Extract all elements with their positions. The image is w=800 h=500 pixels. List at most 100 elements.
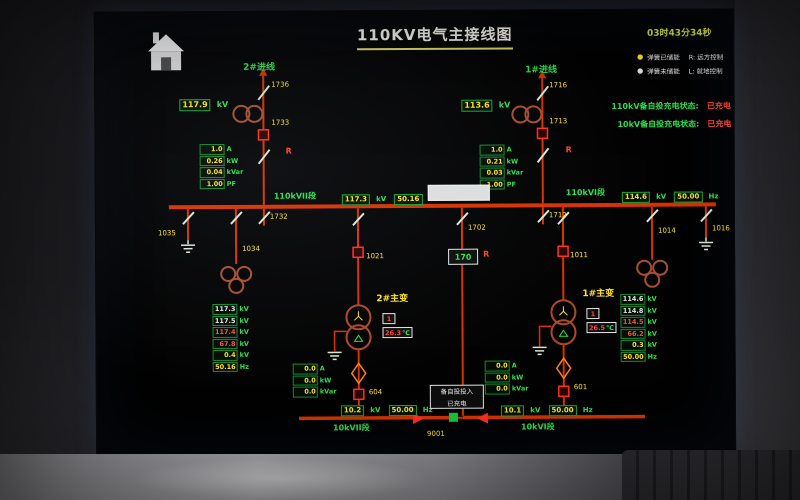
temp-value: 26.5 [589, 323, 606, 332]
tx2-hv-line[interactable] [352, 208, 365, 306]
ats-info-box[interactable]: 备自投投入 已充电 [429, 384, 484, 409]
earth-switch-1016-symbol[interactable] [699, 206, 714, 251]
switch-tag-1021[interactable]: 1021 [366, 252, 384, 261]
switch-tag-601[interactable]: 601 [573, 383, 588, 392]
transformer-1-icon[interactable] [550, 299, 577, 346]
bus-voltage-value: 114.6 [621, 191, 650, 203]
legend-ctrl-label: L: 就地控制 [688, 67, 723, 76]
meter-value: 0.21 [479, 156, 505, 167]
meter-value: 117.4 [212, 326, 238, 338]
switch-tag-1016[interactable]: 1016 [711, 224, 730, 233]
meter-value: 0.0 [484, 383, 510, 395]
spring-discharged-dot-icon: ● [637, 66, 644, 75]
feeder-1-line[interactable] [538, 70, 547, 204]
wall [735, 0, 800, 462]
bus-frequency-value: 50.16 [394, 193, 423, 206]
switch-tag-1736[interactable]: 1736 [271, 80, 290, 89]
switch-tag-1035[interactable]: 1035 [157, 229, 176, 238]
meter-value: 0.0 [292, 375, 318, 386]
meter-unit: A [319, 364, 325, 373]
switch-tag-1011[interactable]: 1011 [570, 251, 588, 260]
breaker-170-label: 170 [454, 252, 472, 262]
tx2-temp-box: 26.3 ℃ [382, 327, 413, 339]
bus-voltage-value: 10.1 [500, 405, 525, 417]
switch-tag-1732[interactable]: 1732 [269, 212, 288, 221]
bus-10kv-i-readout: 10.1 kV 50.00 Hz [500, 402, 596, 418]
meter-value: 0.3 [620, 339, 646, 351]
meter-value: 0.26 [199, 155, 225, 167]
bus-voltage-unit: kV [530, 406, 541, 415]
status-value: 已充电 [707, 119, 732, 129]
switch-tag-1014[interactable]: 1014 [657, 226, 676, 235]
switch-tag-1733[interactable]: 1733 [271, 118, 290, 127]
scada-screen: 110KV电气主接线图 03时43分34秒 ● 弹簧已储能 R: 远方控制 ● … [93, 8, 737, 460]
disconnector-1712-symbol[interactable] [537, 207, 550, 225]
breaker-170-box[interactable]: 170 [448, 248, 479, 265]
switch-tag-1712[interactable]: 1712 [548, 211, 567, 220]
status-value: 已充电 [706, 101, 731, 111]
bus-frequency-value: 50.00 [388, 404, 417, 417]
transformer-2-icon[interactable] [345, 304, 372, 351]
switch-tag-604[interactable]: 604 [368, 388, 383, 397]
legend-row: ● 弹簧已储能 R: 远方控制 [637, 51, 723, 62]
substation-building-icon [148, 32, 185, 71]
legend-label: 弹簧未储能 [647, 67, 680, 76]
breaker-173-symbol[interactable] [257, 129, 270, 141]
disconnector-1733-symbol[interactable] [257, 149, 271, 165]
tx2-lv-line[interactable] [350, 349, 367, 417]
disconnector-1716-symbol[interactable] [536, 85, 550, 101]
ats-info-line1: 备自投投入 [440, 387, 474, 396]
bus-voltage-value: 10.2 [340, 405, 365, 417]
feeder-1-pt-icon[interactable] [511, 105, 543, 124]
switch-tag-1713[interactable]: 1713 [549, 117, 568, 126]
bus-frequency-unit: Hz [708, 192, 719, 201]
feeder-2-pt-icon[interactable] [232, 104, 264, 123]
bus-110kv-i-readout: 114.6 kV 50.00 Hz [621, 188, 722, 205]
bus-tie-900-symbols[interactable] [412, 412, 488, 425]
pt-1014-symbol[interactable] [636, 206, 669, 288]
voltage-unit: kV [216, 99, 229, 109]
switch-tag-1702[interactable]: 1702 [467, 223, 486, 232]
bus-tie-indicator-box[interactable] [427, 184, 490, 201]
meter-unit: kVar [511, 384, 529, 393]
tx1-lv-line[interactable] [555, 344, 572, 416]
tx1-hv-line[interactable] [557, 207, 570, 301]
tx1-tap-box[interactable]: 1 [586, 308, 600, 320]
meter-value: 114.5 [620, 316, 646, 328]
meter-value: 1.00 [199, 178, 225, 190]
earth-switch-1035-symbol[interactable] [181, 209, 196, 253]
switch-tag-9001[interactable]: 9001 [427, 429, 445, 438]
switch-tag-1716[interactable]: 1716 [549, 81, 568, 90]
switch-tag-1034[interactable]: 1034 [242, 244, 260, 253]
tx2-tap-box[interactable]: 1 [382, 313, 396, 325]
voltage-value: 117.9 [179, 98, 211, 111]
meter-value: 0.0 [292, 363, 318, 375]
bus-110kv-ii-readout: 117.3 kV 50.16 Hz [341, 191, 442, 208]
disconnector-1713-symbol[interactable] [536, 147, 550, 163]
meter-unit: A [226, 145, 232, 154]
feeder-2-voltage: 117.9 kV [179, 96, 231, 112]
tx1-neutral-ground [532, 325, 552, 356]
disconnector-1732-symbol[interactable] [258, 208, 271, 226]
status-label: 110kV备自投充电状态: [611, 101, 699, 111]
bus-tie-170-line[interactable] [456, 207, 469, 416]
feeder-1-voltage: 113.6 kV [461, 96, 513, 112]
bus-110kv[interactable] [168, 202, 716, 210]
breaker-171-symbol[interactable] [536, 127, 549, 140]
diagram-title: 110KV电气主接线图 [356, 23, 513, 51]
bus-10kv-ii[interactable] [298, 415, 449, 421]
meter-unit: kW [511, 373, 524, 382]
disconnector-1736-symbol[interactable] [257, 85, 271, 101]
meter-value: 117.3 [212, 303, 238, 315]
pt-1034-symbol[interactable] [220, 208, 253, 294]
